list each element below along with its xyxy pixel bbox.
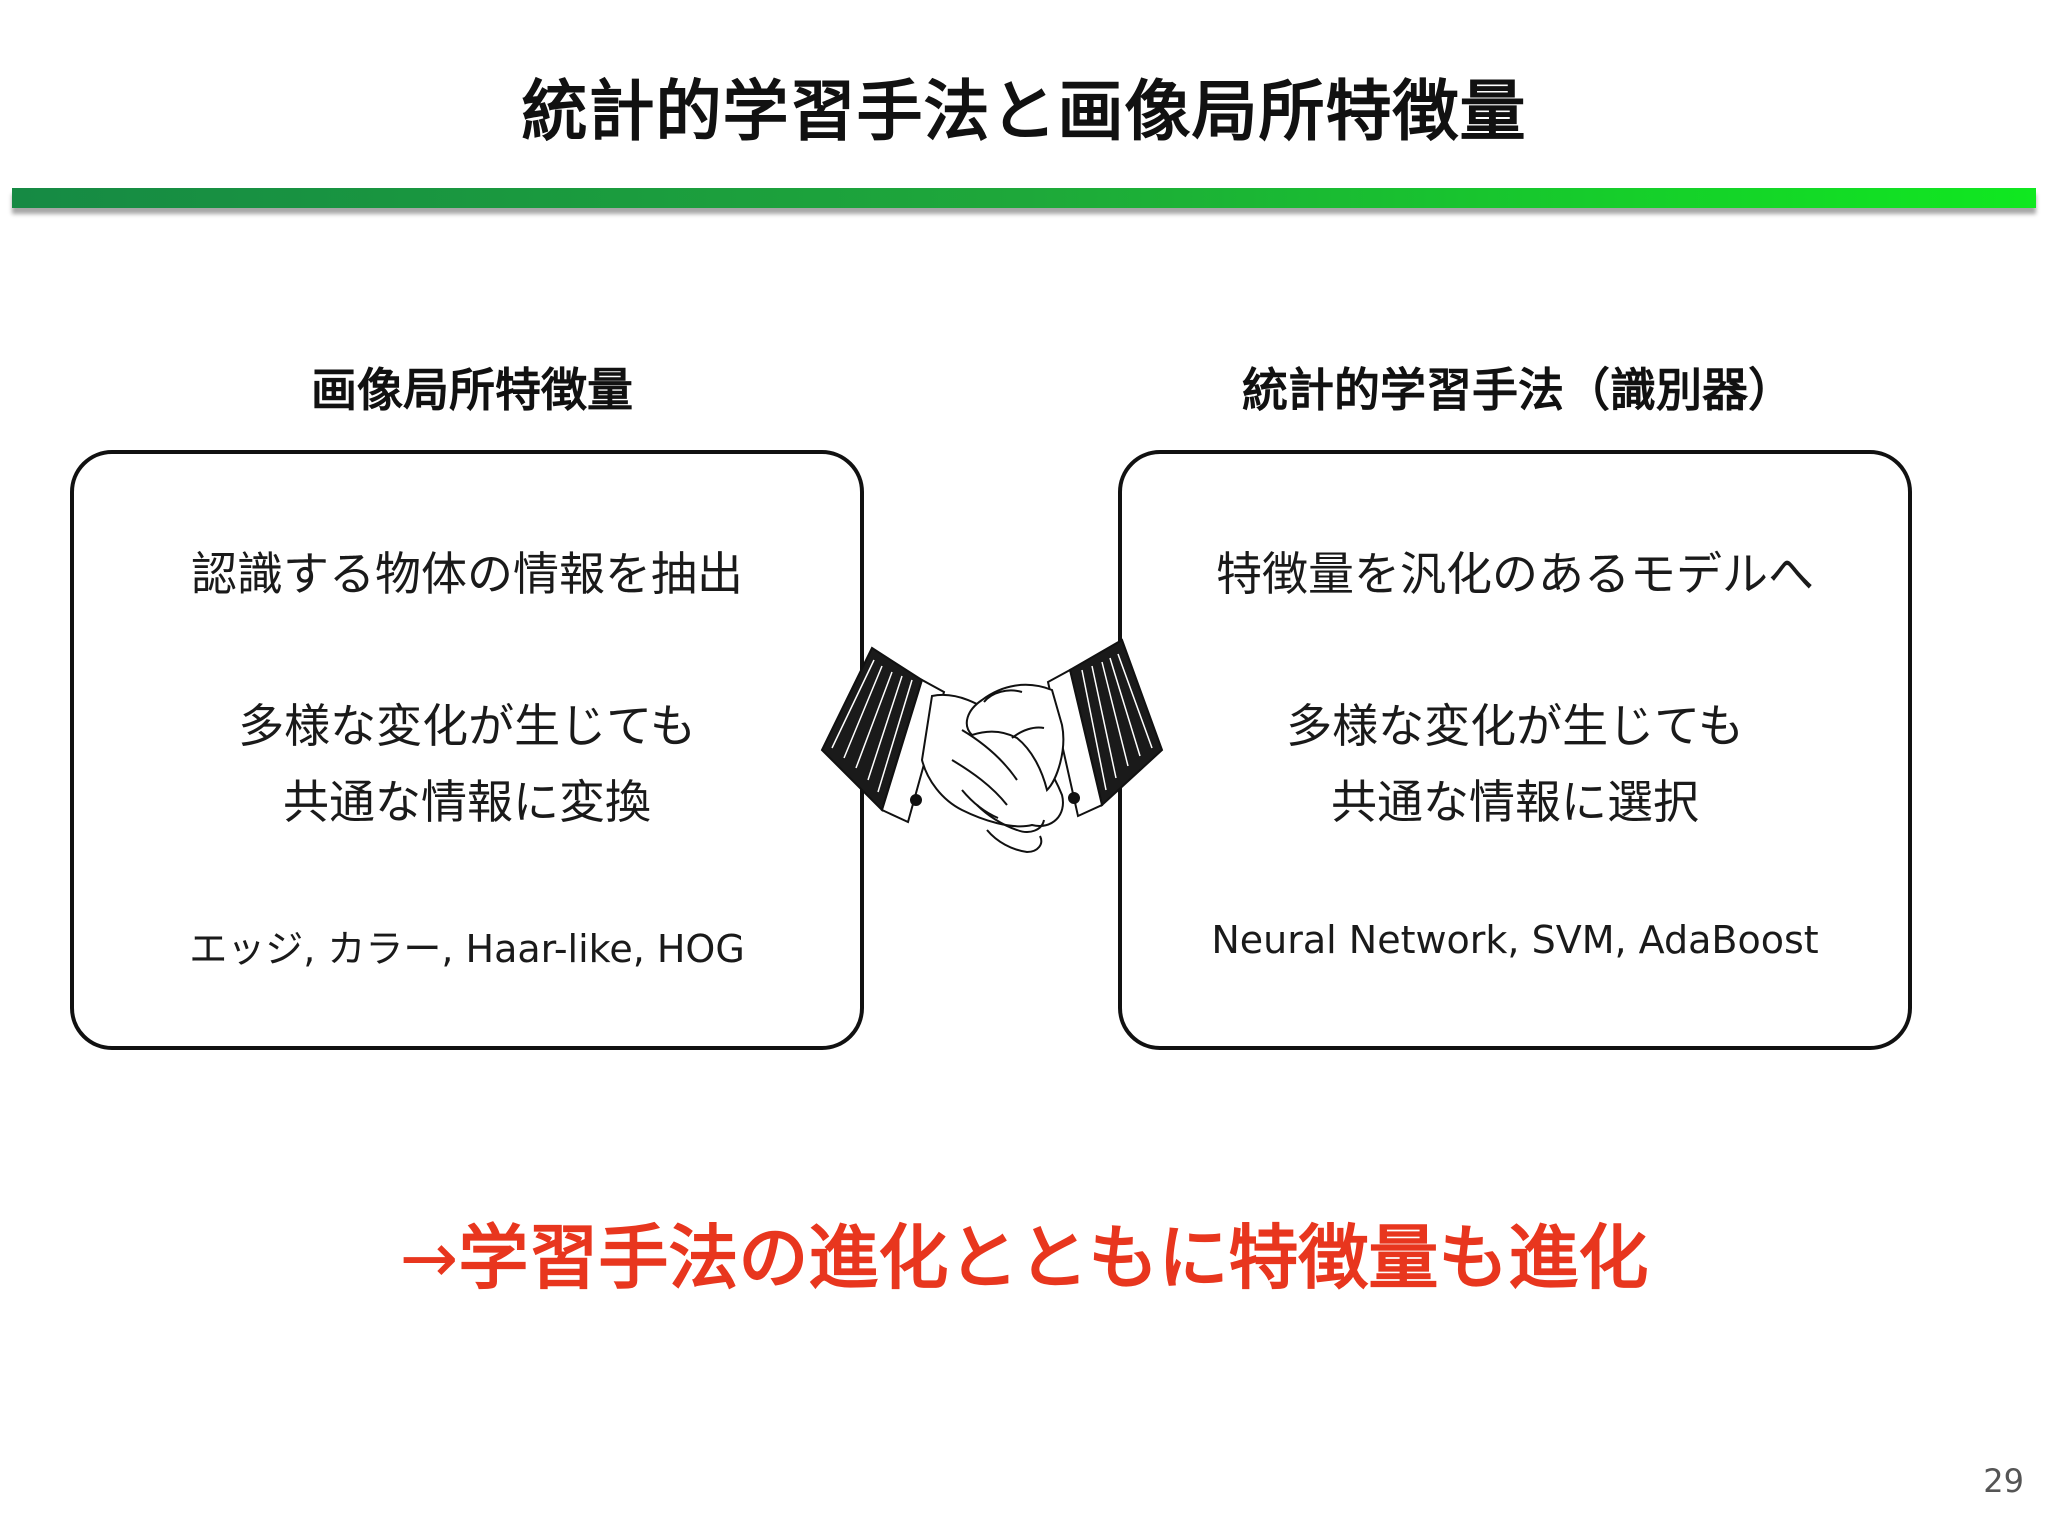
handshake-icon bbox=[812, 630, 1172, 880]
page-number: 29 bbox=[1983, 1462, 2024, 1500]
title-accent-bar bbox=[12, 188, 2036, 208]
right-column-heading: 統計的学習手法（識別器） bbox=[1242, 363, 1794, 417]
conclusion-message: 学習手法の進化とともに特徴量も進化 bbox=[458, 1217, 1649, 1299]
feature-invariance-line-2: 共通な情報に変換 bbox=[283, 775, 651, 829]
classifier-examples: Neural Network, SVM, AdaBoost bbox=[1211, 918, 1819, 962]
conclusion-text: →学習手法の進化とともに特徴量も進化 bbox=[0, 1202, 2048, 1303]
right-arrow-icon: → bbox=[399, 1217, 459, 1299]
classifier-invariance-line-1: 多様な変化が生じても bbox=[1286, 699, 1744, 753]
feature-panel: 認識する物体の情報を抽出 多様な変化が生じても 共通な情報に変換 エッジ, カラ… bbox=[70, 450, 864, 1050]
slide-title: 統計的学習手法と画像局所特徴量 bbox=[521, 73, 1527, 150]
classifier-panel: 特徴量を汎化のあるモデルへ 多様な変化が生じても 共通な情報に選択 Neural… bbox=[1118, 450, 1912, 1050]
classifier-invariance-line-2: 共通な情報に選択 bbox=[1331, 775, 1699, 829]
left-column-heading: 画像局所特徴量 bbox=[311, 363, 633, 417]
feature-invariance-line-1: 多様な変化が生じても bbox=[238, 699, 696, 753]
classifier-description: 特徴量を汎化のあるモデルへ bbox=[1216, 547, 1814, 601]
feature-description: 認識する物体の情報を抽出 bbox=[191, 547, 743, 601]
feature-examples: エッジ, カラー, Haar-like, HOG bbox=[189, 927, 745, 971]
